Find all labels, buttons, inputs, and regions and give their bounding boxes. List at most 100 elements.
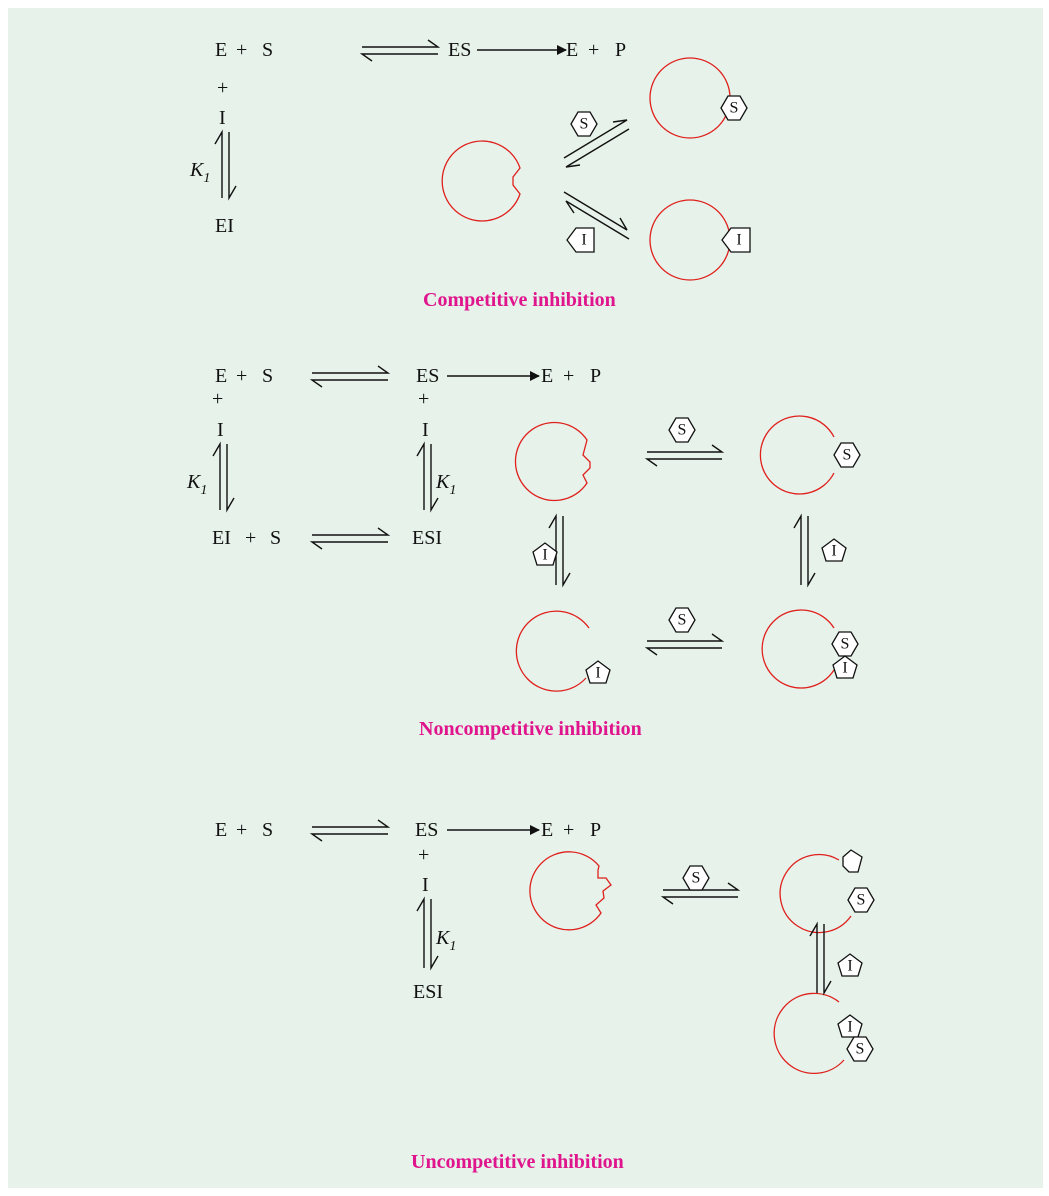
inhibitor-icon: I bbox=[566, 227, 595, 253]
plus-sign: + bbox=[563, 365, 574, 387]
inhibitor-icon: I bbox=[837, 953, 863, 977]
inhibitor-icon: I bbox=[532, 542, 558, 566]
plus-sign: + bbox=[418, 388, 429, 410]
inhibitor-icon: I bbox=[832, 655, 858, 679]
substrate-label: S bbox=[270, 527, 281, 549]
noncompetitive-cartoon: S S I I S I S bbox=[514, 415, 861, 692]
equilibrium-arrow bbox=[644, 444, 725, 467]
competitive-caption: Competitive inhibition bbox=[423, 289, 616, 311]
equilibrium-arrow bbox=[660, 882, 741, 905]
enzyme-substrate-inhibitor-complex bbox=[761, 609, 835, 689]
diagram-panel bbox=[8, 8, 1043, 1188]
svg-text:S: S bbox=[857, 892, 866, 909]
substrate-icon: S bbox=[668, 417, 696, 443]
enzyme-label: E bbox=[541, 819, 553, 841]
product-label: P bbox=[590, 819, 601, 841]
svg-text:I: I bbox=[847, 1019, 852, 1036]
enzyme-substrate-inhibitor-complex bbox=[773, 992, 845, 1074]
k1-constant: K1 bbox=[189, 159, 210, 186]
substrate-icon: S bbox=[833, 442, 861, 468]
plus-sign: + bbox=[217, 77, 228, 99]
inhibitor-icon: I bbox=[821, 538, 847, 562]
ei-complex-label: EI bbox=[212, 527, 231, 549]
svg-text:I: I bbox=[736, 232, 741, 249]
substrate-icon: S bbox=[682, 865, 710, 891]
inhibitor-icon: I bbox=[837, 1014, 863, 1038]
svg-text:S: S bbox=[841, 636, 850, 653]
equilibrium-arrow bbox=[548, 513, 571, 588]
svg-text:S: S bbox=[856, 1041, 865, 1058]
inhibitor-label: I bbox=[217, 419, 224, 441]
plus-sign: + bbox=[245, 527, 256, 549]
plus-sign: + bbox=[563, 819, 574, 841]
enzyme-inhibitor-complex bbox=[515, 610, 590, 692]
substrate-icon: S bbox=[720, 95, 748, 121]
enzyme-label: E bbox=[215, 39, 227, 61]
equilibrium-arrow bbox=[416, 441, 439, 513]
substrate-label: S bbox=[262, 819, 273, 841]
svg-text:S: S bbox=[678, 422, 687, 439]
svg-text:S: S bbox=[692, 870, 701, 887]
conformational-site bbox=[842, 849, 863, 873]
plus-sign: + bbox=[418, 844, 429, 866]
svg-text:I: I bbox=[847, 958, 852, 975]
inhibitor-label: I bbox=[422, 874, 429, 896]
inhibitor-label: I bbox=[219, 107, 226, 129]
uncompetitive-cartoon: S S I I S bbox=[529, 849, 875, 1074]
inhibitor-icon: I bbox=[585, 660, 611, 684]
inhibitor-icon: I bbox=[721, 227, 751, 253]
equilibrium-arrow bbox=[309, 527, 391, 550]
enzyme-label: E bbox=[215, 819, 227, 841]
competitive-equation: E + S + I EI ES E + P K1 bbox=[189, 39, 626, 237]
equilibrium-arrow bbox=[416, 896, 439, 971]
plus-sign: + bbox=[212, 388, 223, 410]
substrate-label: S bbox=[262, 365, 273, 387]
k1-constant: K1 bbox=[435, 927, 456, 954]
free-enzyme bbox=[514, 421, 591, 502]
svg-text:I: I bbox=[842, 660, 847, 677]
es-complex-label: ES bbox=[415, 819, 438, 841]
k1-constant: K1 bbox=[186, 471, 207, 498]
plus-sign: + bbox=[236, 39, 247, 61]
plus-sign: + bbox=[588, 39, 599, 61]
free-enzyme bbox=[441, 140, 521, 222]
svg-text:I: I bbox=[542, 547, 547, 564]
esi-complex-label: ESI bbox=[412, 527, 442, 549]
svg-text:I: I bbox=[831, 543, 836, 560]
enzyme-label: E bbox=[566, 39, 578, 61]
enzyme-label: E bbox=[541, 365, 553, 387]
uncompetitive-caption: Uncompetitive inhibition bbox=[411, 1151, 624, 1173]
noncompetitive-equation: E + S + I EI + S ES + I ESI E + P K1 K1 bbox=[186, 365, 601, 550]
ei-complex-label: EI bbox=[215, 215, 234, 237]
esi-complex-label: ESI bbox=[413, 981, 443, 1003]
es-complex-label: ES bbox=[448, 39, 471, 61]
svg-text:I: I bbox=[595, 665, 600, 682]
competitive-section: E + S + I EI ES E + P K1 bbox=[189, 39, 751, 311]
equilibrium-arrow bbox=[309, 365, 391, 388]
enzyme-inhibitor-complex bbox=[649, 199, 731, 281]
noncompetitive-caption: Noncompetitive inhibition bbox=[419, 718, 642, 740]
svg-text:I: I bbox=[581, 232, 586, 249]
substrate-icon: S bbox=[846, 1036, 874, 1062]
svg-text:S: S bbox=[580, 116, 589, 133]
enzyme-label: E bbox=[215, 365, 227, 387]
substrate-icon: S bbox=[847, 887, 875, 913]
product-label: P bbox=[590, 365, 601, 387]
k1-constant: K1 bbox=[435, 471, 456, 498]
equilibrium-arrow bbox=[359, 39, 441, 62]
equilibrium-arrow bbox=[214, 129, 237, 201]
substrate-icon: S bbox=[570, 111, 598, 137]
svg-text:S: S bbox=[678, 612, 687, 629]
substrate-label: S bbox=[262, 39, 273, 61]
enzyme-substrate-complex bbox=[779, 853, 852, 934]
uncompetitive-equation: E + S ES + I ESI E + P K1 bbox=[215, 819, 601, 1003]
es-complex-label: ES bbox=[416, 365, 439, 387]
equilibrium-arrow bbox=[212, 441, 235, 513]
plus-sign: + bbox=[236, 819, 247, 841]
equilibrium-arrow bbox=[563, 191, 630, 240]
equilibrium-arrow bbox=[793, 513, 816, 588]
free-enzyme bbox=[529, 851, 612, 931]
inhibitor-label: I bbox=[422, 419, 429, 441]
substrate-icon: S bbox=[831, 631, 859, 657]
substrate-icon: S bbox=[668, 607, 696, 633]
